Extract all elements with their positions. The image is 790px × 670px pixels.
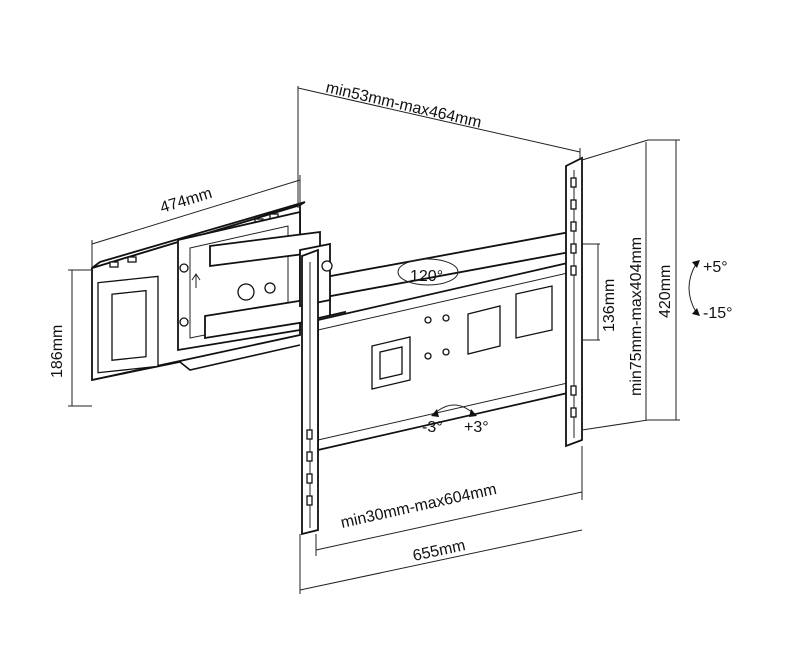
rotation-right-label: +3° [464, 419, 489, 436]
dimension-lines [68, 86, 680, 594]
depth-label: min53mm-max464mm [324, 79, 483, 131]
tv-plate [301, 156, 583, 536]
tv-plate-height-label: 420mm [657, 265, 674, 318]
wall-height-label: 186mm [49, 325, 66, 378]
swivel-arrow-icon [397, 258, 459, 286]
vesa-vertical-label: 136mm [601, 279, 618, 332]
rail-slots [306, 177, 577, 506]
swivel-label: 120° [410, 268, 443, 285]
rotation-arrow-icon [431, 404, 477, 417]
wall-width-label: 474mm [158, 185, 214, 217]
vesa-horizontal-range-label: min30mm-max604mm [339, 481, 498, 532]
vesa-vertical-range-label: min75mm-max404mm [628, 237, 645, 396]
wall-plate [91, 201, 306, 382]
tilt-down-label: -15° [703, 305, 733, 322]
tilt-up-label: +5° [703, 259, 728, 276]
rotation-left-label: -3° [422, 419, 443, 436]
tilt-arrow-icon [688, 260, 700, 316]
